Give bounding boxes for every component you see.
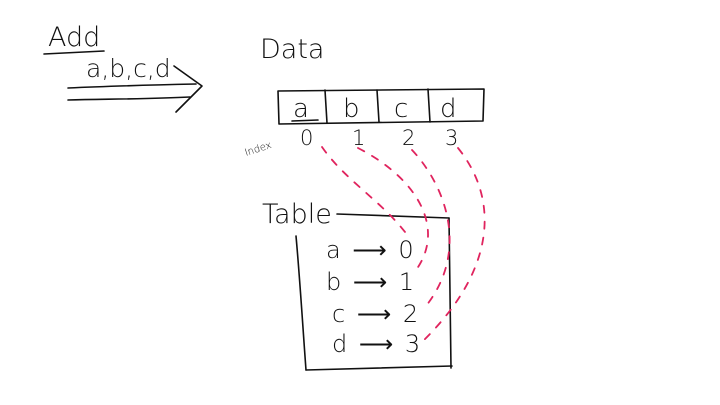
table-section: Table a ⟶ 0 b ⟶ 1 c ⟶ 2 d ⟶ 3 <box>262 199 453 371</box>
add-title-underline <box>43 50 105 55</box>
add-title: Add <box>48 22 100 53</box>
index-2: 2 <box>402 126 415 150</box>
data-title: Data <box>260 34 324 65</box>
link-index-1 <box>357 147 429 271</box>
table-row-b: b ⟶ 1 <box>326 268 414 296</box>
data-cell-a: a <box>293 94 309 124</box>
data-cell-d: d <box>440 94 457 124</box>
index-0: 0 <box>300 126 313 150</box>
index-3: 3 <box>445 126 458 150</box>
data-section: Data a b c d Index 0 1 2 3 <box>244 34 485 159</box>
data-cell-c: c <box>394 94 408 124</box>
data-cell-a-underline <box>291 119 319 122</box>
index-label: Index <box>244 140 274 159</box>
index-links <box>321 146 486 341</box>
table-row-c: c ⟶ 2 <box>332 300 418 328</box>
add-section: Add a,b,c,d <box>43 22 203 113</box>
data-array-box <box>277 88 485 125</box>
table-row-a: a ⟶ 0 <box>326 236 414 264</box>
add-arrow <box>67 65 203 113</box>
index-1: 1 <box>352 126 365 150</box>
table-row-d: d ⟶ 3 <box>332 330 420 358</box>
data-cell-b: b <box>343 94 360 124</box>
link-index-3 <box>423 147 486 341</box>
link-index-2 <box>411 149 451 307</box>
link-index-0 <box>321 146 406 233</box>
add-items: a,b,c,d <box>86 54 171 83</box>
table-title: Table <box>262 199 332 230</box>
